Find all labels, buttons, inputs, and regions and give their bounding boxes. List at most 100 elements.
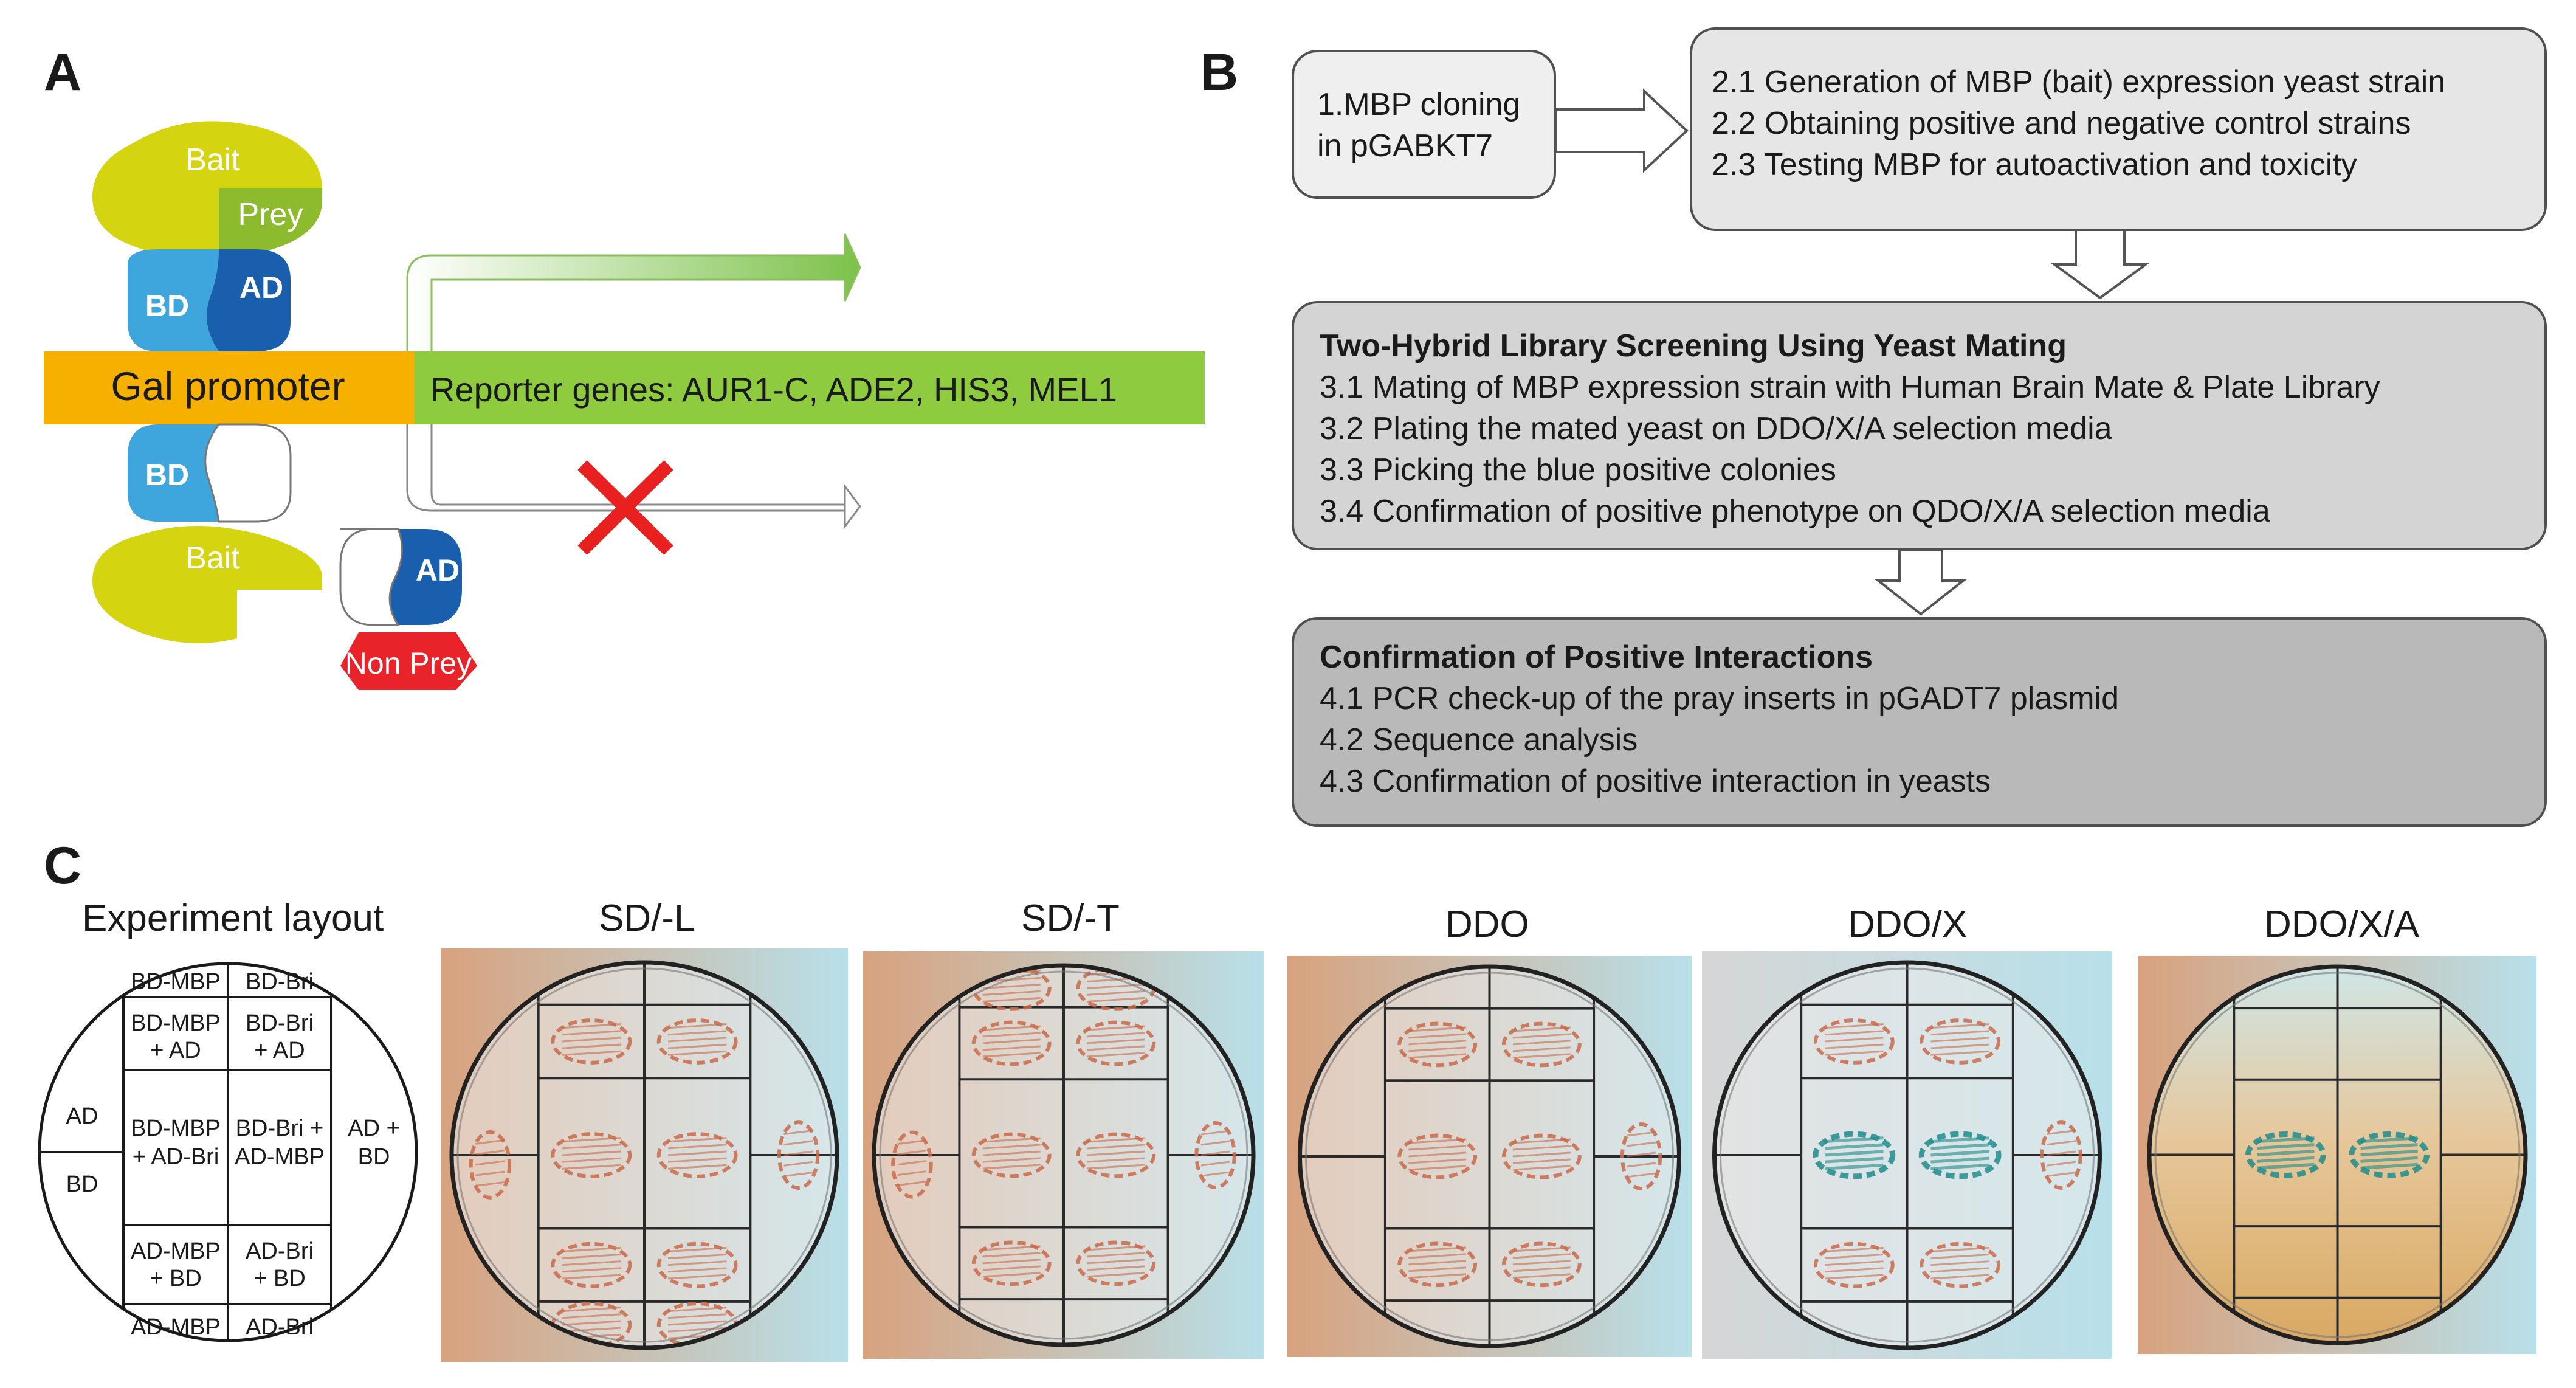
colony-streak-line [982,1252,1041,1258]
colony-streak-line [1408,1033,1467,1039]
colony-streaks [2245,1131,2430,1179]
colony [551,1018,632,1065]
workflow-step-2-box: 2.1 Generation of MBP (bait) expression … [1690,27,2547,231]
layout-r3c2a: BD-Bri + [236,1116,324,1141]
layout-r3c1b: + AD-Bri [133,1144,219,1170]
ad-bottom-white [339,528,403,626]
plate-photo-ddo [1287,956,1692,1357]
step-4-title: Confirmation of Positive Interactions [1320,640,1873,675]
reporter-genes-label: Reporter genes: AUR1-C, ADE2, HIS3, MEL1 [430,370,1117,409]
colony-streak-line [1930,1143,1990,1150]
colony-streak-line [1512,1040,1571,1046]
colony [551,1241,632,1288]
colony-streak-line [1408,1246,1467,1252]
colony-streak-line [1087,1137,1145,1143]
colony-streak-line [1087,1045,1145,1051]
colony-streaks [1813,1018,2082,1288]
colony-streak-line [475,1139,505,1145]
colony-streak-line [667,1274,727,1280]
colony-streak-line [562,1023,621,1029]
colony-streak-line [667,1137,727,1143]
plate-inner-rim [1720,967,2095,1343]
colony-streak-line [2257,1136,2315,1144]
step-3-line-4: 3.4 Confirmation of positive phenotype o… [1320,494,2270,529]
step-2-line-1: 2.1 Generation of MBP (bait) expression … [1712,64,2446,100]
colony-streak-line [1627,1151,1656,1158]
colony-streak-line [667,1320,727,1326]
colony-streak-line [1087,1259,1145,1265]
active-reporter-arrow [406,233,861,354]
colony-streak-line [475,1170,505,1176]
colony-streak-line [1930,1030,1989,1036]
colony-streak-line [562,1144,621,1150]
colony-streak-line [982,1164,1041,1170]
layout-left-bd: BD [66,1172,98,1197]
gal-promoter-label: Gal promoter [111,364,345,409]
colony-streak-line [1930,1267,1989,1273]
layout-r4c2b: + BD [253,1266,306,1291]
workflow-step-4-box: Confirmation of Positive Interactions 4.… [1292,617,2547,827]
colony-streak-line [2360,1162,2418,1170]
colony-streak-line [562,1327,621,1333]
plate-inner-rim [1305,972,1674,1341]
plate-photo-sd-l [441,948,848,1362]
colony-streak-line [1825,1274,1884,1280]
colony-streak-line [1408,1158,1467,1164]
colony-streak-line [2360,1136,2418,1144]
colony [1501,1021,1582,1068]
colony-streak-line [562,1274,621,1280]
plate-label-ddo-x: DDO/X [1848,903,1968,945]
step-4-line-1: 4.1 PCR check-up of the pray inserts in … [1320,681,2120,716]
colony-streak-line [897,1160,927,1166]
colony-streak-line [897,1150,927,1156]
colony-streak-line [1930,1150,1990,1157]
layout-right-b: BD [358,1144,390,1170]
colony-streak-line [667,1307,727,1313]
layout-r5c1: AD-MBP [131,1314,221,1340]
panel-label-b: B [1200,43,1239,102]
colony [1813,1018,1895,1065]
step-4-line-3: 4.3 Confirmation of positive interaction… [1320,764,1991,799]
colony-streak-line [1512,1138,1571,1144]
colony-streak-line [1627,1162,1656,1168]
colony-streak-line [1930,1274,1989,1280]
workflow-step-3-box: Two-Hybrid Library Screening Using Yeast… [1292,301,2547,550]
colony-streak-line [982,1137,1041,1143]
colony-streak-line [982,1245,1041,1251]
colony-streak-line [1512,1145,1571,1151]
colony-streak-line [2257,1162,2315,1170]
colony-streak-line [1512,1246,1571,1252]
colony-streak-line [1627,1131,1656,1137]
colony-streak-line [1512,1033,1571,1039]
colony-streak-line [2046,1150,2076,1156]
inactive-reporter-arrow [406,388,861,530]
colony-streak-line [1200,1130,1230,1136]
colony-streak-line [1825,1023,1884,1029]
colony-streak-line [1087,1144,1145,1150]
colony-streak-line [982,1272,1041,1278]
colony-streak-line [1087,1025,1145,1031]
blue-colony [2245,1131,2326,1179]
plate-rim [1298,964,1681,1348]
colony-streak-line [562,1137,621,1143]
colony-streak-line [982,990,1041,996]
colony-streak-line [1087,1150,1145,1156]
colony-streak-line [1825,1254,1884,1260]
colony-streak-line [1408,1138,1467,1144]
colony-streak-line [1512,1253,1571,1259]
colony-streak-line [562,1050,621,1056]
layout-r3c2b: AD-MBP [235,1144,325,1170]
plate-inner-rim [456,967,832,1343]
colony-streak-line [982,983,1041,989]
bait-bottom-shape [92,526,322,643]
colony-streak-line [1930,1254,1989,1260]
colony-streak-line [1087,996,1145,1003]
colony [971,1020,1052,1066]
colony-streak-line [1087,1245,1145,1251]
colony-streak-line [1408,1145,1467,1151]
colony-streak-line [2046,1130,2076,1135]
colony-streak-line [562,1246,621,1252]
colony-streak-line [1825,1267,1884,1273]
colony-streak-line [562,1157,621,1163]
plate-photo-ddo-x [1702,951,2112,1359]
